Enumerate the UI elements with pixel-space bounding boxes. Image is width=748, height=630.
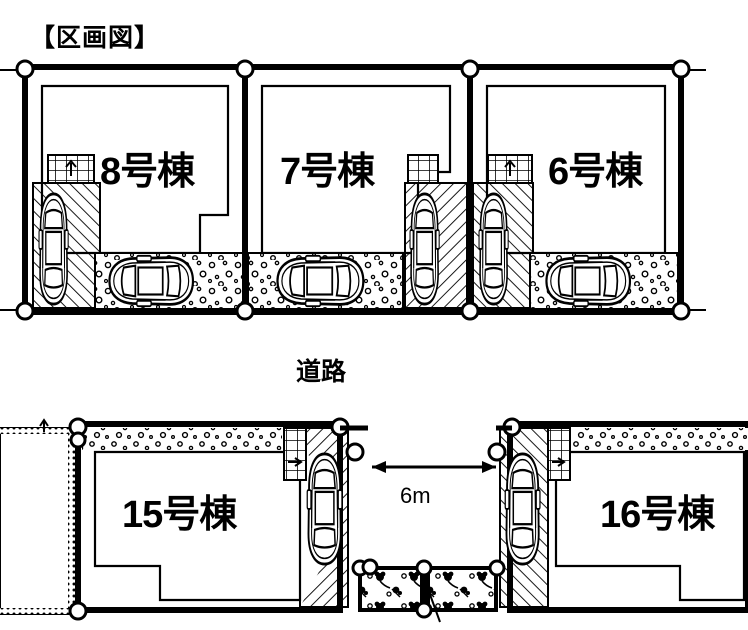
lot-label-8: 8号棟 — [100, 151, 195, 193]
lot-label-7: 7号棟 — [280, 151, 375, 193]
gravel-strip-16 — [556, 428, 748, 450]
car-vertical-8 — [37, 192, 70, 306]
entry-arrow-icon-15 — [288, 457, 303, 467]
north-block — [0, 59, 706, 321]
tiled-entrance-15 — [283, 427, 307, 481]
planting-beds — [351, 559, 506, 623]
car-vertical-15 — [305, 452, 344, 566]
lot-label-16: 16号棟 — [600, 494, 715, 536]
tiled-entrance-16 — [547, 427, 571, 481]
lot-6[interactable] — [467, 64, 684, 315]
car-vertical-16 — [503, 452, 542, 566]
north-arrow-icon — [39, 418, 49, 432]
survey-points-north — [15, 59, 691, 321]
lot-7[interactable] — [242, 64, 473, 315]
lot-16[interactable] — [499, 421, 748, 613]
car-horizontal-8 — [108, 254, 195, 308]
lot-15[interactable] — [75, 421, 349, 613]
car-vertical-6 — [477, 192, 510, 306]
lot-label-15: 15号棟 — [122, 494, 237, 536]
car-horizontal-7 — [276, 254, 365, 308]
road-label: 道路 — [296, 358, 347, 386]
gravel-strip-15 — [82, 428, 282, 450]
page-title: 【区画図】 — [30, 24, 161, 52]
survey-points-south — [68, 417, 522, 621]
tiled-entrance-7 — [407, 154, 439, 184]
lot-label-6: 6号棟 — [548, 151, 643, 193]
road-width-label: 6m — [400, 483, 431, 508]
lot-8[interactable] — [22, 64, 248, 315]
road-width-dimension-arrow — [372, 461, 496, 473]
house-footprint-16 — [554, 450, 746, 602]
entry-arrow-icon-6 — [504, 159, 516, 176]
car-vertical-7 — [408, 192, 441, 306]
entry-arrow-icon-8 — [65, 159, 77, 176]
car-horizontal-6 — [545, 254, 632, 308]
south-block — [0, 417, 748, 623]
entry-arrow-icon-16 — [552, 457, 566, 467]
adjacent-parcel — [0, 418, 79, 615]
